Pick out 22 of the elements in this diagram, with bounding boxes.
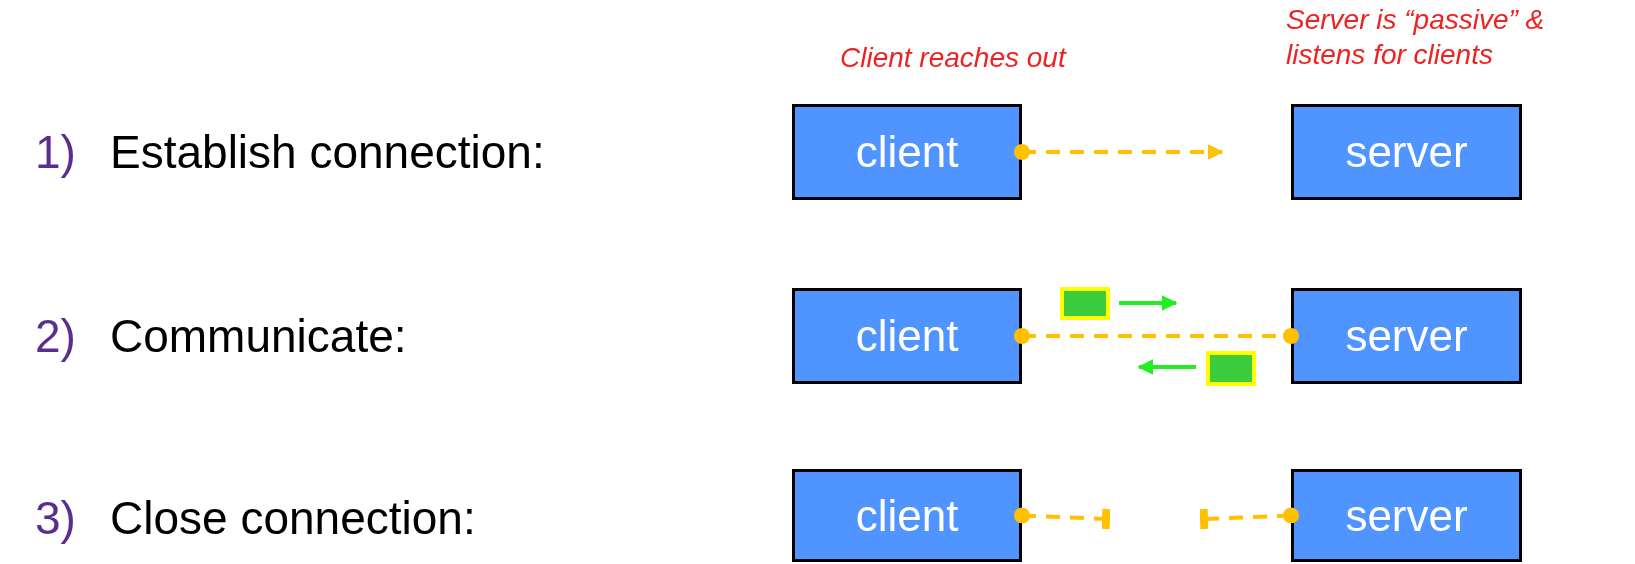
step-number: 2): [35, 309, 77, 364]
step-title: Close connection:: [110, 491, 477, 546]
host-box: server: [1291, 288, 1522, 384]
step-title: Establish connection:: [110, 125, 546, 180]
step-title: Communicate:: [110, 309, 408, 364]
connection-line: [1014, 507, 1111, 530]
annotation-note: Client reaches out: [840, 41, 1068, 75]
host-box: server: [1291, 104, 1522, 200]
data-packet: [1060, 287, 1110, 320]
arrow: [1119, 295, 1178, 311]
step-number: 3): [35, 491, 77, 546]
data-packet: [1206, 351, 1256, 386]
host-box: client: [792, 288, 1022, 384]
host-box: server: [1291, 469, 1522, 562]
connection-line: [1014, 328, 1299, 344]
host-box: client: [792, 469, 1022, 562]
arrow: [1137, 359, 1196, 375]
annotation-note: Server is “passive” & listens for clients: [1286, 3, 1546, 72]
arrow: [1014, 144, 1224, 160]
step-number: 1): [35, 125, 77, 180]
connection-line: [1199, 507, 1299, 530]
host-box: client: [792, 104, 1022, 200]
